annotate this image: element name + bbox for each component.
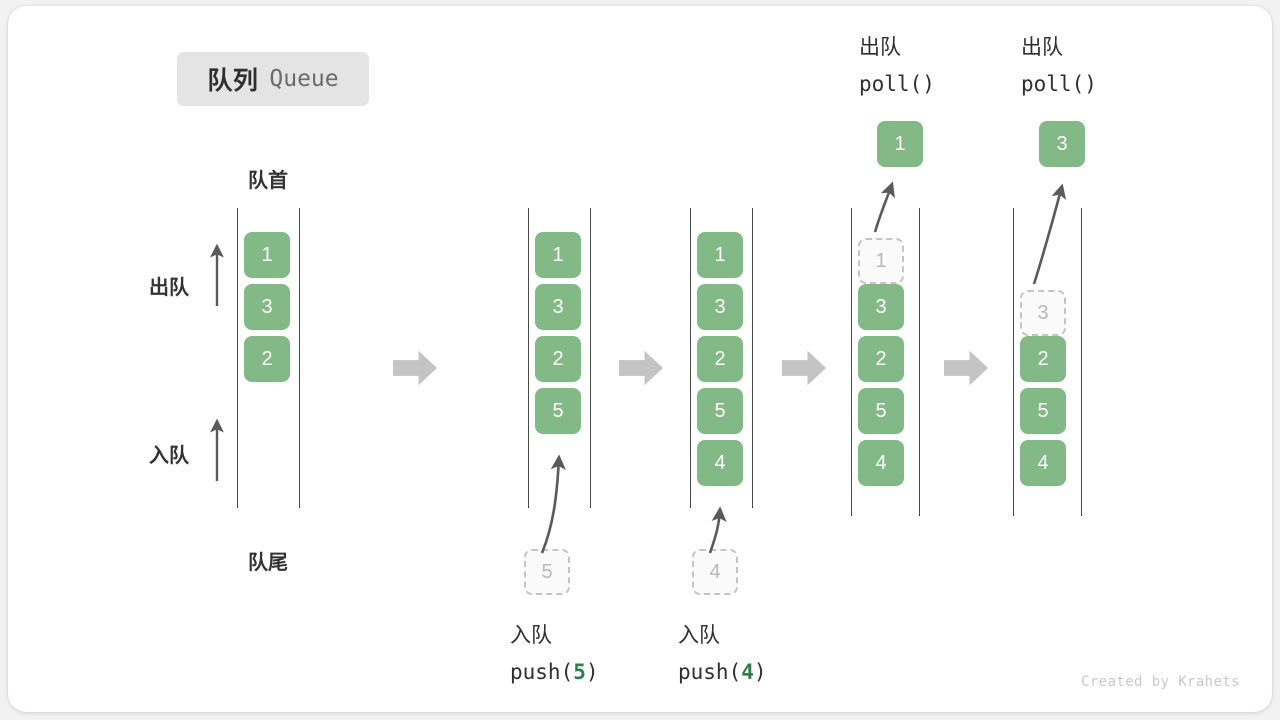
queue-slot: 2 <box>1020 336 1066 382</box>
step-arrow-icon <box>944 350 988 386</box>
title-chinese: 队列 <box>207 67 259 95</box>
queue-tail-label: 队尾 <box>248 552 288 574</box>
poll2-extract-arrow-icon <box>1032 183 1067 285</box>
caption-code-prefix: push( <box>678 660 742 684</box>
dequeue-direction-label: 出队 <box>149 277 189 299</box>
credit-text: Created by Krahets <box>1081 674 1240 690</box>
queue-slot: 5 <box>858 388 904 434</box>
rail-right <box>299 208 300 508</box>
rail-left <box>851 208 852 516</box>
queue-slot: 1 <box>535 232 581 278</box>
caption-code-suffix: ) <box>753 660 767 684</box>
caption-code-arg: 4 <box>741 660 754 684</box>
caption-cn: 入队 <box>510 624 552 647</box>
queue-slot: 3 <box>858 284 904 330</box>
queue-slot: 3 <box>535 284 581 330</box>
step-arrow-icon <box>393 350 437 386</box>
caption-cn: 入队 <box>678 624 720 647</box>
caption-cn: 出队 <box>859 36 901 59</box>
push4-insert-arrow-icon <box>708 506 727 554</box>
polled-result-box: 3 <box>1039 121 1085 167</box>
queue-slot: 2 <box>697 336 743 382</box>
rail-right <box>919 208 920 516</box>
column-caption-push5: 入队 push(5) <box>510 618 599 691</box>
queue-slot: 4 <box>1020 440 1066 486</box>
polled-result-box: 1 <box>877 121 923 167</box>
rail-left <box>237 208 238 508</box>
diagram-card: 队列 Queue 队首 队尾 出队 入队 1 3 2 1 3 2 5 5 入队 <box>8 6 1272 712</box>
rail-right <box>590 208 591 508</box>
pending-push-value: 5 <box>524 549 570 595</box>
caption-code: push(5) <box>510 654 599 691</box>
column-caption-poll1: 出队 poll() <box>859 30 935 102</box>
queue-slot: 1 <box>697 232 743 278</box>
caption-code: push(4) <box>678 654 767 691</box>
caption-code: poll() <box>1021 72 1097 96</box>
queue-slot-new: 4 <box>697 440 743 486</box>
poll1-extract-arrow-icon <box>873 181 895 233</box>
caption-code-arg: 5 <box>573 660 586 684</box>
queue-slot: 2 <box>858 336 904 382</box>
pending-push-value: 4 <box>692 549 738 595</box>
rail-left <box>690 208 691 508</box>
queue-slot-removed: 3 <box>1020 290 1066 336</box>
caption-code-suffix: ) <box>585 660 599 684</box>
rail-left <box>1013 208 1014 516</box>
queue-slot: 4 <box>858 440 904 486</box>
title-english: Queue <box>269 66 339 92</box>
caption-code-prefix: push( <box>510 660 574 684</box>
column-caption-push4: 入队 push(4) <box>678 618 767 691</box>
title-badge: 队列 Queue <box>177 52 369 106</box>
column-caption-poll2: 出队 poll() <box>1021 30 1097 102</box>
queue-slot: 2 <box>244 336 290 382</box>
queue-slot: 3 <box>697 284 743 330</box>
queue-slot: 1 <box>244 232 290 278</box>
queue-slot: 5 <box>1020 388 1066 434</box>
enqueue-direction-label: 入队 <box>149 445 189 467</box>
arrow-overlay <box>210 181 1067 554</box>
queue-slot: 2 <box>535 336 581 382</box>
step-arrow-icon <box>782 350 826 386</box>
push5-insert-arrow-icon <box>540 454 566 554</box>
rail-left <box>528 208 529 508</box>
queue-head-label: 队首 <box>248 170 288 192</box>
step-arrow-icon <box>619 350 663 386</box>
queue-slot: 3 <box>244 284 290 330</box>
caption-code: poll() <box>859 72 935 96</box>
rail-right <box>1081 208 1082 516</box>
queue-slot-removed: 1 <box>858 238 904 284</box>
caption-cn: 出队 <box>1021 36 1063 59</box>
queue-slot-new: 5 <box>535 388 581 434</box>
rail-right <box>752 208 753 508</box>
queue-slot: 5 <box>697 388 743 434</box>
